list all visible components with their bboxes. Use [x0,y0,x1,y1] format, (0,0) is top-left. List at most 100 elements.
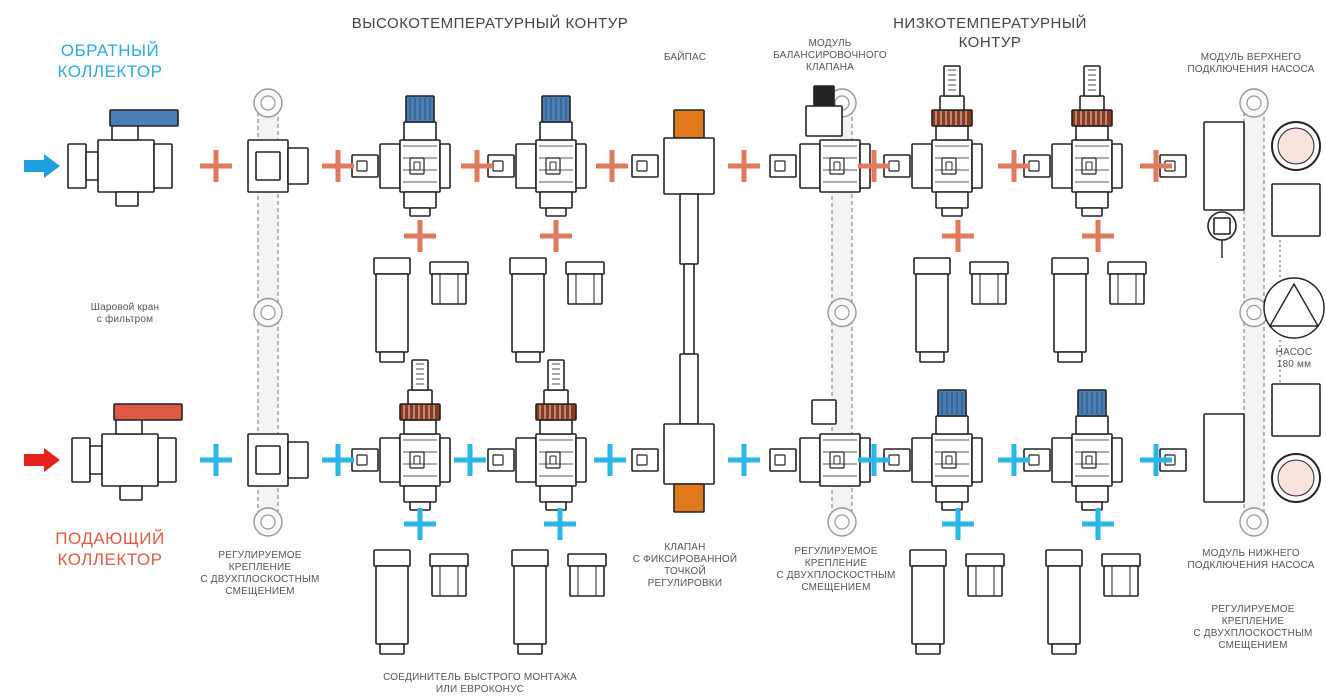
connector-head [913,257,951,275]
plus-v [871,150,877,182]
connector-end [379,643,405,655]
nut-top [429,261,469,275]
adjustable-mount-right-label: РЕГУЛИРУЕМОЕ КРЕПЛЕНИЕ С ДВУХПЛОСКОСТНЫМ… [1180,604,1326,652]
plus-v [557,508,563,540]
fixed-valve-line4: РЕГУЛИРОВКИ [647,578,723,589]
connector-end [515,351,541,363]
mount-mid-line4: СМЕЩЕНИЕМ [801,582,871,593]
bypass-upper-body [663,137,715,195]
valve-lower [539,191,573,209]
nut-body [1103,565,1139,597]
body-flange-right [575,143,587,189]
plus-v [474,150,480,182]
body-window-inner [833,161,841,171]
flowmeter-tube [1083,65,1101,97]
plus-supply-7 [998,444,1030,476]
connector-end [919,351,945,363]
plus-v [213,444,219,476]
bottom-pump-module-label: МОДУЛЬ НИЖНЕГО ПОДКЛЮЧЕНИЯ НАСОСА [1176,548,1326,572]
rail-hole [834,304,850,321]
bypass-upper-pipe [679,193,699,265]
flow-arrow [24,154,60,178]
bypass-lower-body [663,423,715,485]
adjustable-mount-rail-mid [827,88,857,537]
quick-connector-label: СОЕДИНИТЕЛЬ БЫСТРОГО МОНТАЖА ИЛИ ЕВРОКОН… [350,672,610,696]
flowmeter-collar [407,389,433,405]
valve-lower [539,485,573,503]
plus-v [1095,508,1101,540]
valve-tip [409,207,431,217]
valve-handle [113,403,183,421]
plus-v [553,220,559,252]
connector-head [373,549,411,567]
plus-v [417,508,423,540]
bottom-pump-module [1159,383,1321,503]
clip-hole [356,454,368,466]
top-pump-module-label: МОДУЛЬ ВЕРХНЕГО ПОДКЛЮЧЕНИЯ НАСОСА [1176,52,1326,76]
mount-left-line3: С ДВУХПЛОСКОСТНЫМ [200,574,320,585]
plus-supply-2 [322,444,354,476]
filter-end [157,437,177,483]
body-flange-left [911,437,933,483]
plus-v [213,150,219,182]
body-flange-left [1051,437,1073,483]
high-temp-circuit-header: ВЫСОКОТЕМПЕРАТУРНЫЙ КОНТУР [351,15,629,32]
clip-hole [1028,454,1040,466]
nut-top [565,261,605,275]
balancing-knob [813,85,835,107]
connector-end [915,643,941,655]
adjustable-mount-left-label: РЕГУЛИРУЕМОЕ КРЕПЛЕНИЕ С ДВУХПЛОСКОСТНЫМ… [190,550,330,598]
connector-sleeve [513,565,547,645]
pump-union-top [1271,183,1321,237]
balancing-label-line1: МОДУЛЬ [808,38,852,49]
top-pump-module [1159,121,1321,258]
thermometer-face [1277,127,1315,165]
rail-hole [260,304,276,321]
mount-mid-line1: РЕГУЛИРУЕМОЕ [794,546,878,557]
plus-return-1 [200,150,232,182]
valve-lower [1075,191,1109,209]
plus-supply-connector-3 [942,508,974,540]
flowmeter-tube [547,359,565,391]
body-flange-left [515,437,537,483]
plus-return-connector-4 [1082,220,1114,252]
flowmeter-tube [411,359,429,391]
adapter-nut [287,441,309,479]
clip-hole [492,160,504,172]
body-flange-left [379,437,401,483]
pump-label: НАСОС 180 мм [1262,347,1326,371]
quick-connector-pair-2 [509,257,605,363]
plus-v [607,444,613,476]
balancing-module-label: МОДУЛЬ БАЛАНСИРОВОЧНОГО КЛАПАНА [755,38,905,74]
plus-supply-6 [858,444,890,476]
plus-return-3 [461,150,493,182]
mount-left-line4: СМЕЩЕНИЕМ [225,586,295,597]
flow-arrow [24,448,60,472]
connector-head [373,257,411,275]
nut-top [1101,553,1141,567]
rail-hole [1246,95,1262,111]
balancing-valve-module [769,85,871,487]
connector-sleeve [375,273,409,353]
body-window-inner [945,455,953,465]
low-temp-supply-valve-1 [883,389,983,511]
balancing-head [805,105,843,137]
body-flange-right [439,143,451,189]
return-caption-line2: КОЛЛЕКТОР [57,62,163,81]
connector-sleeve [1053,273,1087,353]
adjustable-mount-rail-right [1239,88,1269,537]
ball-valve-label: Шаровой кран с фильтром [70,302,180,326]
filter-cap [119,485,143,501]
plus-supply-connector-2 [544,508,576,540]
adapter-inner [255,445,281,475]
balancing-label-line2: БАЛАНСИРОВОЧНОГО [773,50,887,61]
fitting-neck [85,151,99,181]
body-flange-right [971,437,983,483]
low-temp-header-line1: НИЗКОТЕМПЕРАТУРНЫЙ [893,15,1087,32]
flowmeter-collar [1079,95,1105,111]
cap-base [539,121,573,141]
low-temp-return-valve-1 [883,65,983,217]
pump-circle [1263,277,1325,339]
flowmeter-base [403,419,437,435]
connector-head [1051,257,1089,275]
